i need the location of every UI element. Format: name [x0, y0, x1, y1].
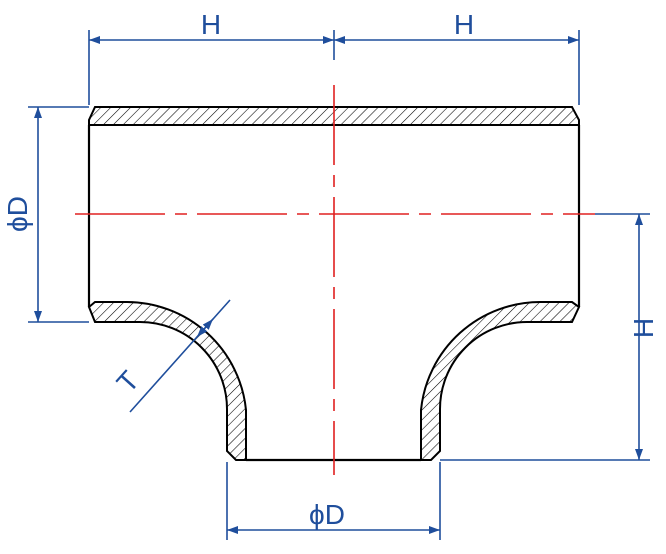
- dimension-labels: H H ϕD H T ϕD: [2, 9, 659, 530]
- bottom-d-label: ϕD: [309, 499, 345, 530]
- left-d-label: ϕD: [2, 196, 33, 232]
- thickness-label: T: [111, 365, 145, 398]
- thickness-dimension-line: [129, 299, 231, 413]
- right-h-label: H: [628, 318, 659, 338]
- left-saddle-wall-section: [87, 300, 247, 461]
- right-saddle-wall-section: [420, 300, 581, 461]
- top-right-h-label: H: [454, 9, 474, 40]
- top-left-h-label: H: [201, 9, 221, 40]
- centerlines: [75, 85, 595, 475]
- dimension-lines: [28, 30, 650, 540]
